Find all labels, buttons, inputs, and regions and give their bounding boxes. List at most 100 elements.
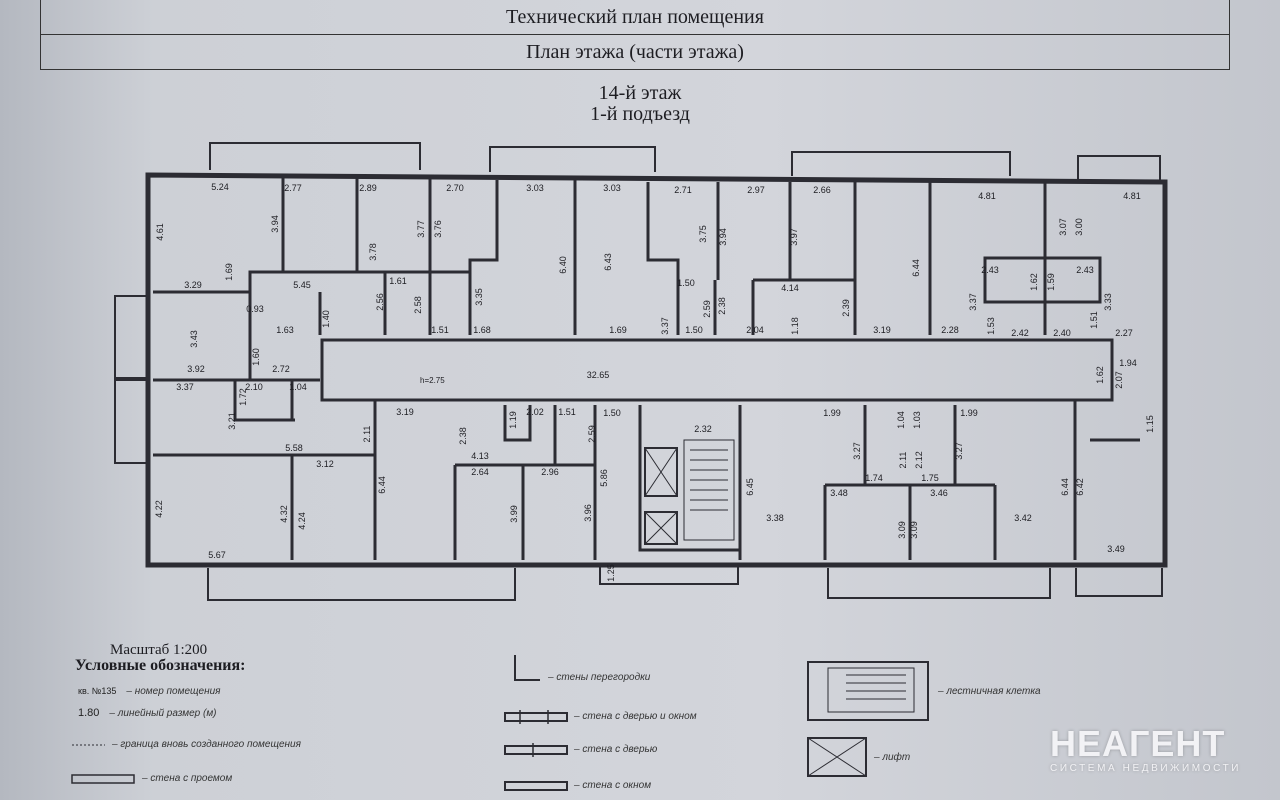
- dimension-label: 3.99: [509, 505, 519, 523]
- dimension-label: 3.27: [852, 442, 862, 460]
- window-symbol: [504, 781, 568, 791]
- dimension-label: 5.67: [208, 550, 226, 560]
- partition-symbol: [514, 655, 540, 681]
- dimension-label: 1.51: [558, 407, 576, 417]
- dimension-label: 1.51: [431, 325, 449, 335]
- interior-walls-upper: [153, 178, 1102, 382]
- document-subtitle: План этажа (части этажа): [526, 41, 744, 63]
- dimension-label: 4.22: [154, 500, 164, 518]
- dimension-label: 2.59: [587, 425, 597, 443]
- dimension-label: 3.19: [873, 325, 891, 335]
- dimension-label: 1.50: [677, 278, 695, 288]
- dimension-label: 2.40: [1053, 328, 1071, 338]
- dimension-label: 1.99: [960, 408, 978, 418]
- dimension-label: 2.58: [413, 296, 423, 314]
- dimension-label: 2.39: [841, 299, 851, 317]
- dimension-label: 1.62: [1029, 273, 1039, 291]
- dimension-label: 1.03: [912, 411, 922, 429]
- dimension-label: 2.38: [458, 427, 468, 445]
- balcony: [114, 295, 146, 379]
- dimension-label: 3.35: [474, 288, 484, 306]
- dimension-label: 1.62: [1095, 366, 1105, 384]
- dimension-label: 2.72: [272, 364, 290, 374]
- dimension-label: 2.56: [375, 293, 385, 311]
- scale-label: Масштаб 1:200: [110, 642, 208, 658]
- dimension-label: 2.64: [471, 467, 489, 477]
- dimension-label: 3.21: [227, 412, 237, 430]
- dimension-label: 1.94: [1119, 358, 1137, 368]
- dimension-label: 1.53: [986, 317, 996, 335]
- dimension-label: 3.38: [766, 513, 784, 523]
- dimension-label: 4.24: [297, 512, 307, 530]
- balcony: [1077, 155, 1161, 180]
- door-symbol: [504, 745, 568, 755]
- dimension-label: 2.42: [1011, 328, 1029, 338]
- legend-window: – стена с окном: [574, 780, 652, 791]
- dimension-label: 2.04: [746, 325, 764, 335]
- dimension-label: 1.72: [238, 388, 248, 406]
- dimension-label: 3.03: [526, 183, 544, 193]
- dimension-label: 2.89: [359, 183, 377, 193]
- legend-door: – стена с дверью: [574, 744, 658, 755]
- dimension-label: 3.94: [718, 228, 728, 246]
- dimension-label: 1.74: [865, 473, 883, 483]
- dimension-label: 6.44: [1060, 478, 1070, 496]
- dimension-label: 1.61: [389, 276, 407, 286]
- legend-lift: – лифт: [874, 752, 911, 763]
- stair-symbol: [807, 661, 929, 721]
- dimension-label: 2.32: [694, 424, 712, 434]
- legend-heading: Условные обозначения:: [75, 657, 246, 674]
- dimension-label: 5.45: [293, 280, 311, 290]
- dimension-label: 3.48: [830, 488, 848, 498]
- dimension-label: 2.28: [941, 325, 959, 335]
- dimension-label: 2.11: [898, 452, 908, 469]
- dimension-label: 2.77: [284, 183, 302, 193]
- dimension-label: 4.32: [279, 505, 289, 523]
- dimension-label: 6.42: [1075, 478, 1085, 496]
- legend-border: – граница вновь созданного помещения: [112, 739, 301, 750]
- dimension-label: 1.99: [823, 408, 841, 418]
- dimension-label: 2.97: [747, 185, 765, 195]
- dimension-label: 4.61: [155, 223, 165, 241]
- dimension-label: 4.81: [1123, 191, 1141, 201]
- opening-symbol: [71, 774, 135, 784]
- watermark-brand: НЕАГЕНТ: [1050, 723, 1226, 764]
- dimension-label: 2.12: [914, 451, 924, 469]
- dimension-label: 3.97: [789, 228, 799, 246]
- balcony: [114, 379, 146, 464]
- staircase: [683, 439, 735, 541]
- dimension-label: 3.78: [368, 243, 378, 261]
- interior-walls-lower: [153, 380, 1140, 560]
- dimension-label: 3.37: [660, 317, 670, 335]
- dimension-label: 2.07: [1114, 371, 1124, 389]
- dimension-label: 3.03: [603, 183, 621, 193]
- entrance-label: 1-й подъезд: [590, 103, 690, 125]
- dimension-label: 3.43: [189, 330, 199, 348]
- dimension-label: 3.37: [176, 382, 194, 392]
- watermark-logo: НЕАГЕНТ СИСТЕМА НЕДВИЖИМОСТИ: [1050, 723, 1242, 775]
- legend-door-window: – стена с дверью и окном: [574, 711, 697, 722]
- legend-linear-size: 1.80– линейный размер (м): [78, 707, 217, 719]
- dimension-label: 6.45: [745, 478, 755, 496]
- dimension-label: 32.65: [587, 370, 610, 380]
- dimension-label: 1.19: [508, 411, 518, 429]
- dimension-label: 3.42: [1014, 513, 1032, 523]
- dimension-label: 1.75: [921, 473, 939, 483]
- door-window-symbol: [504, 712, 568, 722]
- dimension-label: 3.29: [184, 280, 202, 290]
- dimension-label: 5.58: [285, 443, 303, 453]
- dimension-label: 2.10: [245, 382, 263, 392]
- dimension-label: 3.37: [968, 293, 978, 311]
- dimension-label: 3.09: [897, 521, 907, 539]
- document-title: Технический план помещения: [41, 0, 1229, 35]
- dimension-label: 2.59: [702, 300, 712, 318]
- balcony: [599, 566, 739, 585]
- dimension-label: 2.71: [674, 185, 692, 195]
- watermark-tagline: СИСТЕМА НЕДВИЖИМОСТИ: [1050, 763, 1242, 774]
- dimension-label: 5.86: [599, 469, 609, 487]
- dimension-label: 1.40: [321, 310, 331, 328]
- dimension-label: 1.50: [603, 408, 621, 418]
- dimension-label: 1.51: [1089, 311, 1099, 329]
- dimension-label: 3.46: [930, 488, 948, 498]
